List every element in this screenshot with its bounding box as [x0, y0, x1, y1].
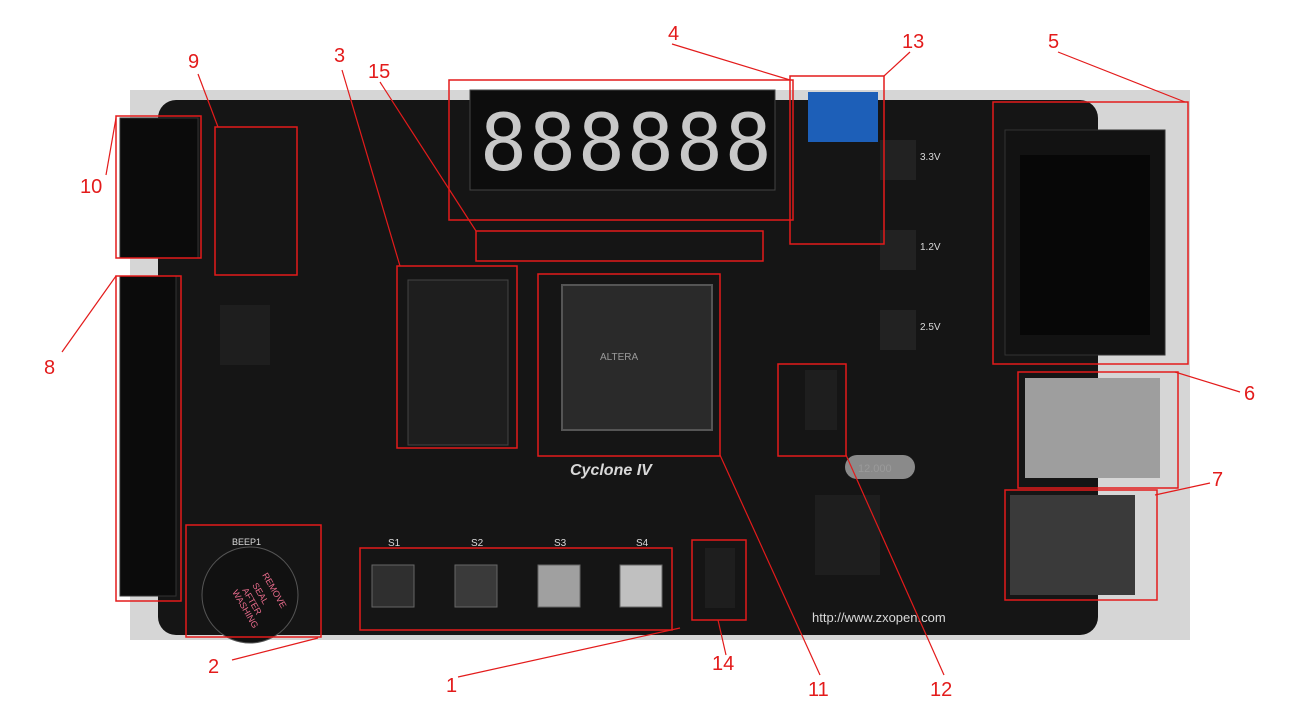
uart-chip [805, 370, 837, 430]
callout-11: 11 [808, 679, 829, 701]
box-3-sdram [396, 265, 518, 449]
cyclone-logo: Cyclone IV [570, 462, 653, 479]
callout-2: 2 [208, 656, 219, 678]
callout-8: 8 [44, 357, 55, 379]
box-12-uart [777, 363, 847, 457]
button-label-s2: S2 [471, 538, 484, 549]
callout-labels: 1 2 3 4 5 6 7 8 9 10 11 12 13 14 15 [44, 23, 1255, 701]
box-2-buzzer [185, 524, 322, 638]
leader-lines [61, 43, 1241, 678]
box-10-header [115, 115, 202, 259]
crystal-oscillator: 12.000 [845, 455, 915, 479]
voltage-regulators: 3.3V 1.2V 2.5V [880, 140, 941, 350]
box-14-eeprom [691, 539, 747, 621]
button-label-s3: S3 [554, 538, 567, 549]
seven-segment-display: 888888 [469, 89, 776, 191]
callout-13: 13 [902, 31, 924, 53]
box-1-buttons [359, 547, 673, 631]
buzzer-label: BEEP1 [232, 537, 261, 547]
display-digits: 888888 [480, 99, 774, 189]
board-url: http://www.zxopen.com [812, 610, 946, 625]
box-5-vga [992, 101, 1189, 365]
voltage-label-3v3: 3.3V [920, 152, 941, 163]
fpga-chip: ALTERA [561, 284, 713, 431]
sdram-chip [407, 279, 509, 446]
box-8-header [115, 275, 182, 602]
usb-b-connector [1025, 378, 1160, 478]
potentiometer [808, 92, 878, 142]
buzzer: BEEP1 REMOVE SEAL AFTER WASHING [201, 537, 299, 644]
callout-15: 15 [368, 61, 390, 83]
callout-5: 5 [1048, 31, 1059, 53]
flash-chip [220, 305, 270, 365]
box-6-usb [1017, 371, 1179, 489]
usb-serial-chip [815, 495, 880, 575]
callout-12: 12 [930, 679, 952, 701]
callout-9: 9 [188, 51, 199, 73]
callout-14: 14 [712, 653, 734, 675]
box-15-leds [475, 230, 764, 262]
voltage-label-1v2: 1.2V [920, 242, 941, 253]
box-9-header [214, 126, 298, 276]
button-label-s4: S4 [636, 538, 649, 549]
callout-1: 1 [446, 675, 457, 697]
oscillator-label: 12.000 [858, 463, 892, 475]
box-13-pot [789, 75, 885, 245]
callout-3: 3 [334, 45, 345, 67]
box-4-display [448, 79, 794, 221]
callout-7: 7 [1212, 469, 1223, 491]
eeprom-chip [705, 548, 735, 608]
box-11-fpga [537, 273, 721, 457]
highlight-boxes [115, 75, 1189, 638]
callout-4: 4 [668, 23, 679, 45]
push-buttons: S1 S2 S3 S4 [371, 538, 663, 608]
voltage-label-2v5: 2.5V [920, 322, 941, 333]
usb-power-connector [1010, 495, 1135, 595]
callout-10: 10 [80, 176, 102, 198]
pin-header-left [119, 117, 199, 597]
callout-6: 6 [1244, 383, 1255, 405]
button-label-s1: S1 [388, 538, 401, 549]
box-7-power [1004, 489, 1158, 601]
vga-connector [1004, 129, 1166, 356]
fpga-label: ALTERA [600, 352, 638, 363]
